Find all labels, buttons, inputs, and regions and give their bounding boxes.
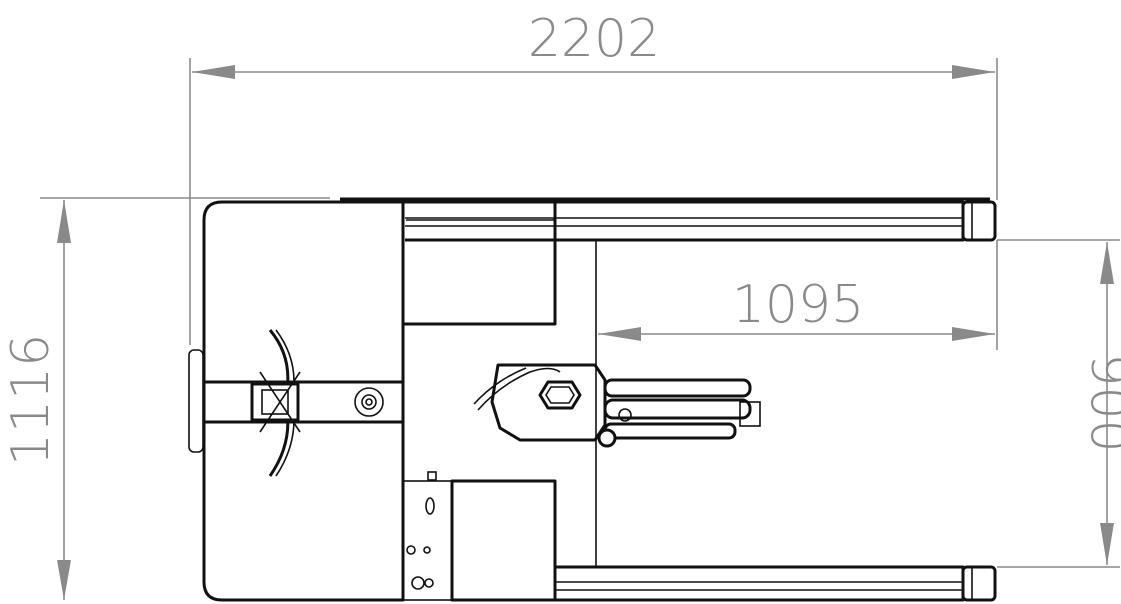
tiller-arm — [259, 371, 301, 433]
pump-cylinder — [603, 398, 752, 420]
arrow-left-icon — [192, 65, 235, 79]
tiller-handle — [250, 329, 301, 477]
pump-fitting — [597, 428, 617, 448]
fork-lower-tip — [961, 565, 997, 602]
pump-hex-inner — [545, 386, 575, 404]
dimension-fork-spread: 900 — [997, 239, 1121, 568]
fork-upper-body — [553, 200, 965, 242]
hydraulic-hose — [477, 367, 561, 411]
cylinder-end-bracket — [739, 401, 761, 427]
bolt — [423, 546, 431, 554]
pump-cylinder — [603, 378, 752, 398]
arrow-left-icon — [598, 327, 641, 341]
truck-body — [188, 200, 405, 602]
fork-upper — [405, 200, 997, 242]
fork-upper-tip — [961, 200, 997, 242]
battery-side-panel — [402, 480, 453, 601]
dimension-label-fork-length: 1095 — [732, 275, 864, 335]
arrow-down-icon — [1100, 523, 1114, 565]
control-knob-outer — [354, 387, 384, 417]
arrow-right-icon — [952, 327, 995, 341]
frame-outline — [403, 200, 557, 326]
dimension-overall-length: 2202 — [189, 9, 998, 345]
tiller-hub — [261, 389, 289, 415]
arrow-up-icon — [1100, 242, 1114, 284]
dimension-label-fork-spread: 900 — [1079, 353, 1121, 452]
arrow-down-icon — [57, 560, 71, 600]
battery-compartment — [450, 479, 557, 602]
dimension-label-overall-length: 2202 — [528, 9, 660, 69]
rear-bumper — [188, 349, 204, 453]
control-knob-inner — [361, 394, 377, 410]
bolt — [424, 578, 434, 588]
pump-fitting — [618, 408, 632, 422]
frame — [340, 197, 990, 602]
bolt — [411, 576, 425, 590]
dimension-label-overall-width: 1116 — [1, 334, 61, 466]
fastener-cap — [427, 471, 437, 481]
chassis-outline — [202, 200, 405, 602]
fork-lower-body — [553, 565, 965, 602]
pump-housing — [490, 363, 607, 442]
fastener — [425, 497, 435, 515]
bolt — [406, 545, 416, 555]
fork-lower — [553, 565, 997, 602]
hydraulic-hose — [473, 367, 527, 405]
dimension-overall-width: 1116 — [1, 197, 330, 600]
dimension-fork-length: 1095 — [598, 240, 998, 350]
control-knob-center — [365, 398, 373, 406]
pump-cylinder — [603, 422, 737, 440]
arrow-up-icon — [57, 200, 71, 243]
arrow-right-icon — [952, 65, 995, 79]
hydraulic-pump-assembly — [473, 363, 761, 448]
